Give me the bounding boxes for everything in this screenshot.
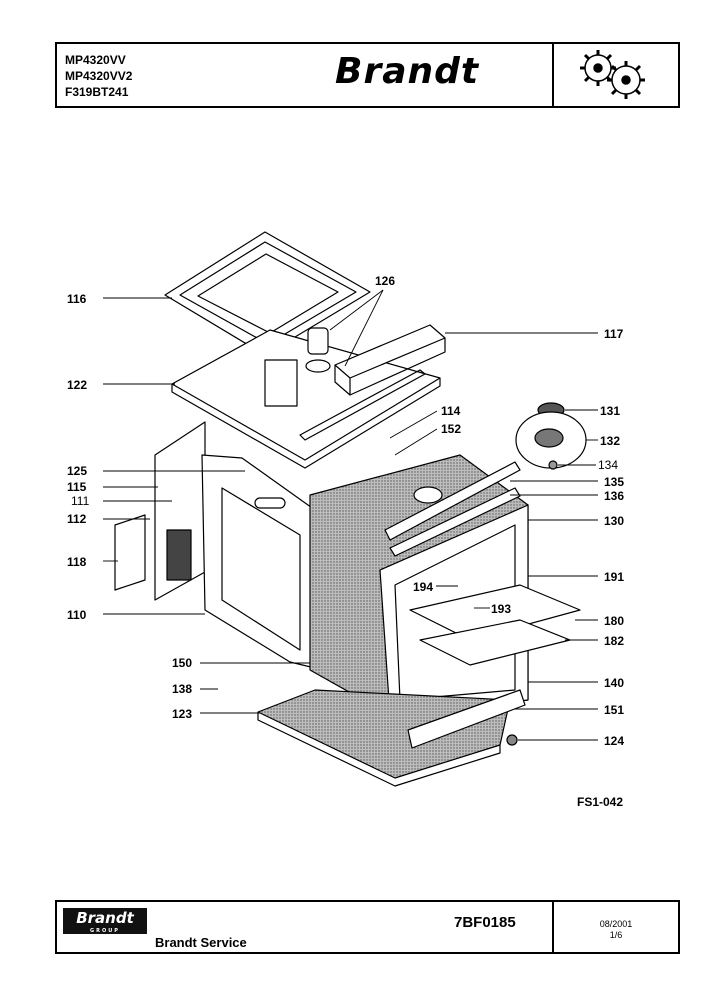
fan-motor-part — [305, 327, 331, 373]
brand-logo: Brandt — [335, 51, 480, 92]
gears-icon — [580, 50, 645, 99]
footer-box: Brandt GROUP Brandt Service 7BF0185 08/2… — [55, 900, 680, 954]
callout-191: 191 — [604, 570, 624, 584]
callout-182: 182 — [604, 634, 624, 648]
figure-reference: FS1-042 — [577, 795, 624, 809]
callout-122: 122 — [67, 378, 87, 392]
document-date: 08/2001 — [599, 919, 633, 929]
callout-131: 131 — [600, 404, 620, 418]
callout-110: 110 — [67, 608, 87, 622]
callout-152: 152 — [441, 422, 461, 436]
callout-115: 115 — [67, 480, 87, 494]
left-side-panel — [114, 421, 206, 601]
callout-150: 150 — [172, 656, 192, 670]
callout-194: 194 — [413, 580, 433, 594]
bottom-base — [257, 689, 511, 787]
callout-114: 114 — [441, 404, 461, 418]
callout-151: 151 — [604, 703, 624, 717]
callout-136: 136 — [604, 489, 624, 503]
callout-193: 193 — [491, 602, 511, 616]
callout-125: 125 — [67, 464, 87, 478]
top-glass-frame — [164, 231, 371, 356]
callout-111: 111 — [71, 494, 90, 508]
callout-123: 123 — [172, 707, 192, 721]
grill-element — [384, 461, 521, 557]
callout-112: 112 — [67, 512, 87, 526]
callout-132: 132 — [600, 434, 620, 448]
model-number: MP4320VV — [65, 53, 126, 67]
date-page-box: 08/2001 1/6 — [552, 902, 678, 952]
model-list: MP4320VV MP4320VV2 F319BT241 — [65, 52, 132, 100]
page-number: 1/6 — [609, 930, 623, 940]
service-label: Brandt Service — [155, 935, 247, 950]
callout-140: 140 — [604, 676, 624, 690]
front-frame — [201, 454, 316, 669]
document-code: 7BF0185 — [454, 914, 516, 931]
callout-134: 134 — [598, 458, 618, 472]
model-number: MP4320VV2 — [65, 69, 133, 83]
callout-130: 130 — [604, 514, 624, 528]
callout-126: 126 — [375, 274, 395, 288]
callout-138: 138 — [172, 682, 192, 696]
callout-116: 116 — [67, 292, 87, 306]
front-bracket — [334, 324, 446, 396]
footer-logo-subtext: GROUP — [90, 928, 120, 934]
callout-180: 180 — [604, 614, 624, 628]
footer-logo-text: Brandt — [76, 909, 134, 927]
leader-lines — [103, 289, 598, 741]
callout-124: 124 — [604, 734, 624, 748]
model-number: F319BT241 — [65, 85, 129, 99]
gears-logo-box — [552, 44, 678, 106]
callout-135: 135 — [604, 475, 624, 489]
thermostat-knob-assembly — [515, 402, 587, 470]
callout-118: 118 — [67, 555, 87, 569]
footer-brand-logo: Brandt GROUP — [63, 908, 147, 934]
bottom-front-strip — [407, 689, 526, 749]
header-box: MP4320VV MP4320VV2 F319BT241 Brandt — [55, 42, 680, 108]
callout-117: 117 — [604, 327, 624, 341]
